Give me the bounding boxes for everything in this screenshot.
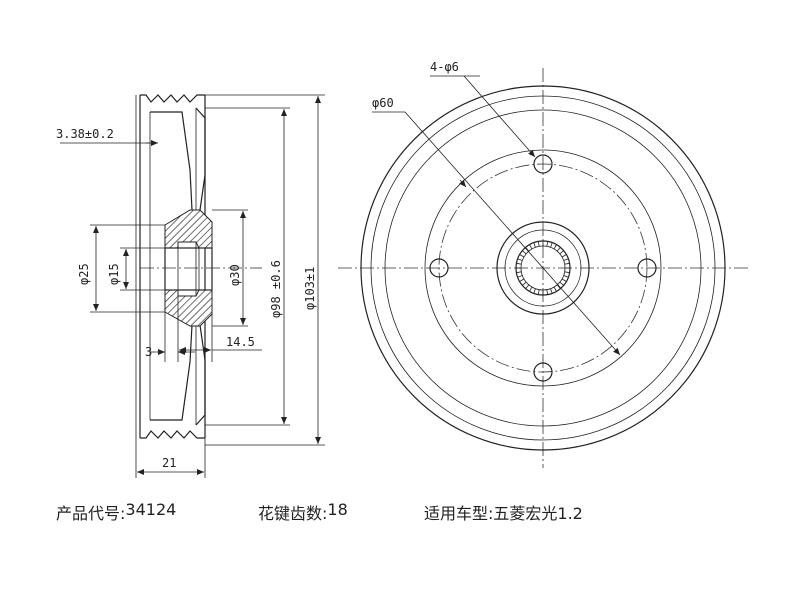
hub-diameter-label: φ30 (228, 264, 242, 286)
rim-outline (139, 94, 205, 439)
spline-teeth-label: 花键齿数: (258, 504, 328, 523)
rim-inner-circle (370, 95, 716, 441)
web-lower (150, 324, 206, 426)
bore-inner-label: φ15 (107, 263, 121, 285)
leader-4phi6 (463, 75, 536, 158)
hub-outer-circle (496, 221, 590, 315)
bolt-circle (438, 163, 648, 373)
caption-spline-teeth: 花键齿数: 18 (258, 500, 348, 528)
web-circle (424, 149, 662, 387)
vehicle-label: 适用车型: (424, 504, 494, 523)
product-code-label: 产品代号: (56, 504, 126, 523)
total-width-label: 21 (162, 456, 176, 470)
hub-mid-circle (504, 229, 582, 307)
spline-teeth-value: 18 (327, 500, 348, 519)
hub-offset-label: 3 (145, 345, 152, 359)
product-code-value: 34124 (125, 500, 177, 519)
pulley-diameter-circle (384, 109, 702, 427)
outer-diameter-label: φ103±1 (303, 267, 317, 310)
hub-section-lower (164, 289, 213, 327)
caption-product-code: 产品代号: 34124 (56, 500, 176, 528)
groove-width-label: 3.38±0.2 (56, 127, 114, 141)
spline-tooth-lines (516, 241, 570, 295)
bolt-circle-label: φ60 (372, 96, 394, 110)
section-view: 3.38±0.2 φ25 φ15 φ30 φ98 ±0.6 φ103±1 3 (56, 94, 325, 478)
leader-phi60 (404, 111, 621, 356)
vehicle-value: 五菱宏光1.2 (493, 504, 583, 523)
hub-section-upper (164, 209, 213, 249)
hub-bore (164, 247, 213, 291)
outer-rim-circle (360, 85, 726, 451)
hub-depth-label: 14.5 (226, 335, 255, 349)
bolt-holes-label: 4-φ6 (430, 60, 459, 74)
caption-vehicle: 适用车型: 五菱宏光1.2 (424, 500, 583, 528)
bore-outer-label: φ25 (77, 263, 91, 285)
pulley-diameter-label: φ98 ±0.6 (269, 260, 283, 318)
web-upper (150, 107, 206, 211)
bolt-hole-bottom (533, 362, 553, 382)
spline-teeth (516, 241, 570, 295)
bolt-hole-right (637, 258, 657, 278)
bolt-hole-left (429, 258, 449, 278)
leader-phi60-arrow-upper (459, 179, 467, 188)
bolt-hole-top (533, 154, 553, 174)
front-view: 4-φ6 φ60 (338, 60, 748, 468)
